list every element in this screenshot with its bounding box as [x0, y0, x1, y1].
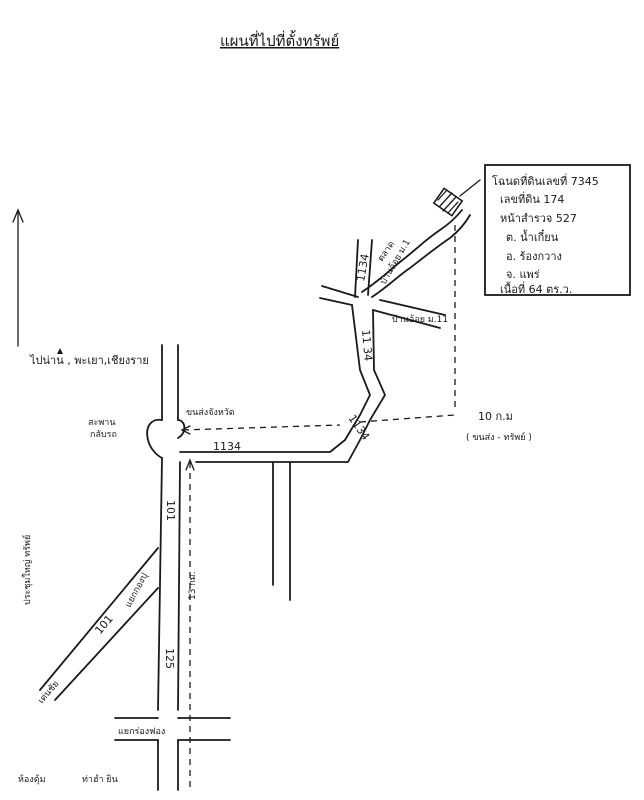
bridge-label-2: กลับรถ — [90, 430, 117, 440]
road-101-diagonal-label: 101 — [92, 612, 115, 636]
transport-label: ขนส่งจังหวัด — [186, 408, 235, 418]
info-province: จ. แพร่ — [506, 268, 540, 281]
road-1134-label-top: 1134 — [354, 253, 372, 283]
junction-bottom-label: แยกร่องฟอง — [118, 727, 165, 737]
distance-10-note: ( ขนส่ง - ทรัพย์ ) — [466, 431, 532, 443]
side-label: ประชุมใหญ่ ทรัพย์ — [21, 535, 33, 605]
info-land-no: เลขที่ดิน 174 — [500, 191, 564, 206]
distance-13-label: 13 กม. — [188, 571, 198, 600]
road-125-label: 125 — [163, 648, 176, 669]
info-area: เนื้อที่ 64 ตร.ว. — [500, 281, 572, 296]
junction-top — [319, 239, 446, 329]
info-survey: หน้าสำรวจ 527 — [500, 212, 577, 225]
road-101-diagonal — [39, 547, 159, 701]
bottom-left-label: ห้องตุ้ม — [18, 774, 46, 785]
info-subdistrict: ต. น้ำเกี๋ยน — [506, 228, 559, 244]
road-101 — [146, 344, 186, 791]
road-1134 — [179, 304, 386, 463]
distance-10-label: 10 ก.ม — [478, 410, 513, 423]
info-district: อ. ร้องกวาง — [506, 250, 562, 263]
info-box: โฉนดที่ดินเลขที่ 7345 เลขที่ดิน 174 หน้า… — [484, 164, 631, 296]
to-nan-label: ไปน่าน , พะเยา,เชียงราย — [29, 354, 149, 367]
bottom-mid-label: ท่าฮำ ยิน — [82, 774, 118, 785]
distance-lines — [180, 225, 456, 790]
junction-bottom — [114, 717, 231, 741]
bridge-label-1: สะพาน — [88, 418, 115, 428]
junction-kao-label: แยกกองปุ — [124, 571, 151, 609]
road-1134-label-main: 1134 — [213, 440, 241, 453]
road-1134-label-mid: 11 34 — [359, 329, 375, 362]
north-arrow-icon — [12, 208, 24, 347]
map-title: แผนที่ไปที่ตั้งทรัพย์ — [220, 30, 339, 50]
winding-road — [361, 209, 471, 298]
road-101-label: 101 — [164, 500, 177, 521]
to-wangchin-label: เด่นชัย — [37, 679, 62, 706]
side-roads — [272, 461, 291, 601]
property-marker-icon — [432, 179, 481, 217]
road-1134-label-low: 1134 — [346, 412, 373, 442]
info-deed: โฉนดที่ดินเลขที่ 7345 — [492, 173, 599, 188]
pin-marker-icon — [57, 348, 63, 354]
village-east-label: บ้านอ้อย ม.11 — [392, 314, 448, 325]
